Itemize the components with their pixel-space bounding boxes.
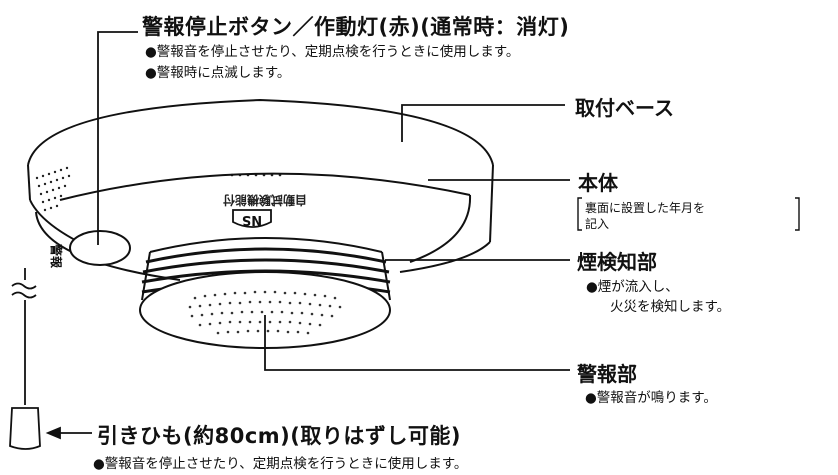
- cord-note: ●警報音を停止させたり、定期点検を行うときに使用します。: [93, 456, 468, 472]
- smoke-title: 煙検知部: [577, 250, 657, 274]
- ns-badge: NS: [232, 209, 272, 228]
- cord-title: 引きひも(約80cm)(取りはずし可能): [97, 424, 461, 448]
- base-title: 取付ベース: [575, 96, 674, 120]
- body-note-brackets: [577, 197, 800, 231]
- smoke-note-1: ●煙が流入し、: [586, 279, 679, 295]
- alarm-speaker: [139, 271, 391, 349]
- leader-lines: [45, 31, 570, 440]
- leader-alarm: [264, 315, 570, 371]
- alarm-stop-button-shape: 警報: [49, 230, 131, 269]
- button-text: 警報: [49, 243, 64, 269]
- leader-base: [401, 104, 565, 142]
- pull-cord: [9, 268, 41, 450]
- stop-button-note-1: ●警報音を停止させたり、定期点検を行うときに使用します。: [145, 44, 520, 60]
- ns-badge-text: NS: [242, 212, 262, 227]
- body-title: 本体: [578, 171, 618, 195]
- alarm-title: 警報部: [577, 362, 637, 386]
- leader-stop-button: [97, 31, 138, 245]
- stop-button-note-2: ●警報時に点滅します。: [145, 65, 291, 81]
- body-note-line-1: 裏面に設置した年月を: [585, 201, 706, 215]
- leader-cord-arrow: [45, 426, 61, 440]
- device-top-text: 自動試験機能付: [223, 193, 307, 208]
- stop-button-title: 警報停止ボタン／作動灯(赤)(通常時：消灯): [142, 15, 570, 39]
- body-note-line-2: 記入: [585, 217, 610, 231]
- alarm-note: ●警報音が鳴ります。: [585, 390, 717, 406]
- smoke-note-2: 火災を検知します。: [610, 299, 731, 315]
